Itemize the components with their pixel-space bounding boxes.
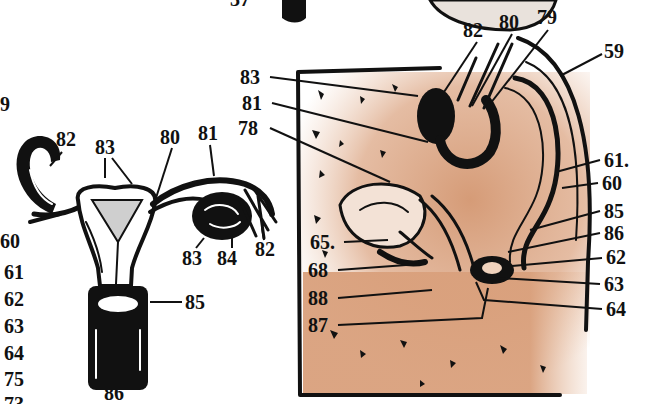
callout-number: 81 bbox=[242, 92, 262, 114]
callout-number: 62 bbox=[4, 288, 24, 310]
illustration-part bbox=[88, 286, 148, 390]
illustration-part bbox=[530, 211, 600, 230]
illustration-part bbox=[400, 232, 432, 258]
illustration-part bbox=[156, 148, 172, 198]
illustration-part bbox=[344, 240, 388, 242]
illustration-part bbox=[205, 205, 240, 228]
callout-number: 61 bbox=[4, 261, 24, 283]
illustration-part bbox=[417, 88, 455, 144]
callout-number: 63 bbox=[604, 273, 624, 295]
illustration-part bbox=[556, 160, 600, 172]
illustration-part bbox=[30, 214, 60, 222]
illustration-part bbox=[210, 145, 214, 176]
callout-number: 83 bbox=[95, 136, 115, 158]
callout-number: 37 bbox=[230, 0, 250, 10]
illustration-part bbox=[482, 262, 502, 274]
illustration-part bbox=[340, 184, 425, 247]
illustration-part bbox=[98, 296, 138, 312]
illustration-part bbox=[338, 288, 488, 325]
callout-number: 83 bbox=[240, 66, 260, 88]
illustration-part bbox=[240, 186, 276, 238]
callout-number: 64 bbox=[606, 298, 626, 320]
illustration-part bbox=[50, 152, 62, 166]
illustration-part bbox=[298, 68, 560, 395]
callout-number: 87 bbox=[308, 314, 328, 336]
callout-number: 60 bbox=[0, 230, 20, 252]
callout-number: 60 bbox=[602, 172, 622, 194]
callout-number: 79 bbox=[537, 6, 557, 28]
illustration-part bbox=[515, 78, 558, 268]
illustration-part bbox=[196, 238, 204, 248]
callout-number: 85 bbox=[185, 291, 205, 313]
illustration-part bbox=[470, 256, 514, 284]
callout-number: 85 bbox=[604, 200, 624, 222]
illustration-part bbox=[476, 282, 602, 309]
illustration-part bbox=[272, 103, 428, 142]
callout-number: 9 bbox=[0, 93, 10, 115]
illustration-part bbox=[86, 222, 102, 272]
illustration-part bbox=[498, 278, 600, 284]
callout-number: 80 bbox=[499, 11, 519, 33]
illustration-part bbox=[338, 290, 432, 298]
illustration-part bbox=[508, 233, 600, 252]
leader-lines-left bbox=[50, 145, 264, 302]
callout-number: 59 bbox=[604, 40, 624, 62]
callout-number: 78 bbox=[238, 117, 258, 139]
illustration-part bbox=[105, 158, 132, 184]
callout-number: 84 bbox=[217, 247, 237, 269]
illustration-part bbox=[30, 170, 52, 204]
illustration-part bbox=[490, 30, 548, 104]
callout-number: 86 bbox=[604, 222, 624, 244]
callout-number: 64 bbox=[4, 342, 24, 364]
illustration-part bbox=[282, 0, 306, 23]
illustration-part bbox=[440, 100, 496, 164]
callout-number: 73 bbox=[4, 393, 24, 404]
illustration-part bbox=[505, 88, 543, 262]
callout-number: 86 bbox=[104, 382, 124, 404]
callout-number: 68 bbox=[308, 259, 328, 281]
callout-number: 82 bbox=[463, 19, 483, 41]
callout-number: 81 bbox=[198, 122, 218, 144]
illustration-part bbox=[78, 186, 156, 286]
illustration-part bbox=[512, 258, 602, 266]
callout-number: 88 bbox=[308, 287, 328, 309]
callout-number: 83 bbox=[182, 247, 202, 269]
illustration-part bbox=[270, 77, 418, 96]
leader-lines-right bbox=[270, 30, 602, 325]
illustration-part bbox=[360, 203, 408, 212]
callout-number: 63 bbox=[4, 315, 24, 337]
illustration-part bbox=[444, 42, 477, 92]
illustration-part bbox=[92, 200, 142, 242]
callout-number: 61. bbox=[604, 149, 629, 171]
callout-number: 62 bbox=[606, 246, 626, 268]
illustration-part bbox=[330, 330, 546, 387]
illustration-part bbox=[303, 272, 587, 394]
illustration-part bbox=[192, 192, 252, 240]
callout-number: 75 bbox=[4, 368, 24, 390]
illustration-part bbox=[458, 58, 476, 100]
illustration-part bbox=[116, 242, 118, 284]
illustration-part bbox=[231, 238, 233, 248]
callout-number: 65. bbox=[310, 231, 335, 253]
illustration-part bbox=[17, 136, 61, 214]
callout-number: 80 bbox=[160, 126, 180, 148]
illustration-part bbox=[96, 330, 140, 378]
illustration-part bbox=[380, 252, 425, 264]
illustration-part bbox=[562, 183, 598, 188]
uterus-front-view bbox=[17, 136, 276, 390]
illustration-part bbox=[270, 128, 390, 182]
pelvis-section bbox=[298, 38, 590, 395]
illustration-part bbox=[472, 34, 512, 106]
illustration-part bbox=[338, 264, 420, 270]
illustration-part bbox=[420, 196, 474, 270]
callout-number: 82 bbox=[56, 128, 76, 150]
illustration-part bbox=[150, 301, 182, 303]
illustration-part bbox=[560, 54, 602, 76]
callout-number: 82 bbox=[255, 238, 275, 260]
illustration-part bbox=[430, 0, 556, 30]
